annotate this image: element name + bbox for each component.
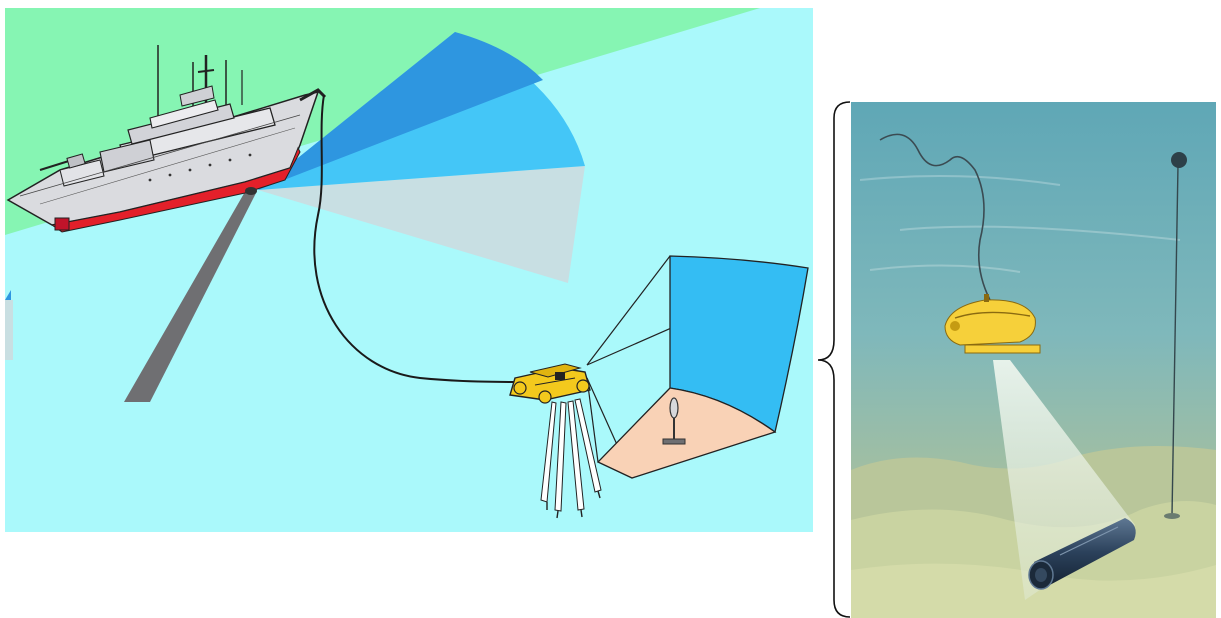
edge-marker <box>5 300 13 360</box>
diagram-panel <box>5 8 813 532</box>
brace-icon <box>818 102 850 617</box>
photo-panel <box>851 102 1216 618</box>
moored-mine <box>1171 152 1187 168</box>
